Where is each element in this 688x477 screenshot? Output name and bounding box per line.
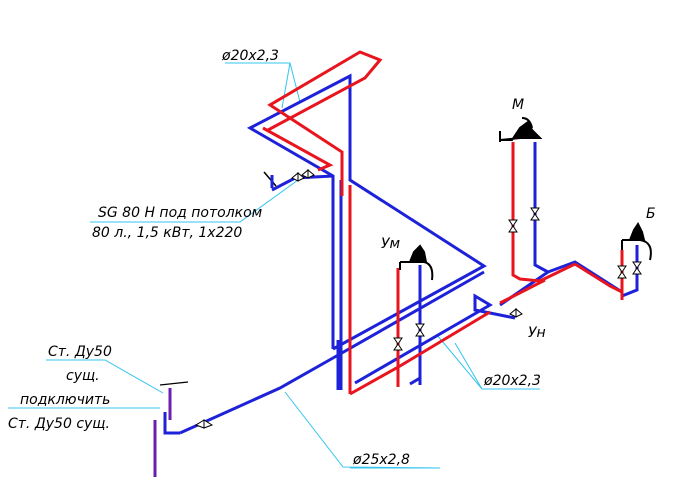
leader-pipe-mid-b bbox=[454, 342, 483, 390]
hot-heater-zig bbox=[262, 126, 334, 172]
label-heater-spec: 80 л., 1,5 кВт, 1х220 bbox=[92, 225, 242, 241]
leader-pipe-main bbox=[284, 391, 441, 469]
labels: ø20x2,3 SG 80 H под потолком 80 л., 1,5 … bbox=[8, 48, 656, 468]
cold-water-pipes bbox=[163, 73, 639, 435]
cold-branch-un bbox=[354, 293, 516, 385]
cold-b-riser bbox=[621, 245, 639, 298]
valve-icon bbox=[509, 307, 523, 318]
faucet-m-icon bbox=[499, 117, 543, 142]
label-existing-1a: Ст. Ду50 bbox=[48, 344, 112, 360]
valve-icon bbox=[632, 261, 642, 275]
leader-pipe-mid-a bbox=[436, 334, 483, 390]
faucets bbox=[399, 117, 652, 281]
label-pipe-main: ø25x2,8 bbox=[352, 452, 410, 468]
label-existing-2: Ст. Ду50 сущ. bbox=[8, 416, 110, 432]
label-connect: подключить bbox=[20, 392, 110, 408]
cold-main-line bbox=[179, 356, 334, 435]
label-fixture-m: М bbox=[512, 97, 524, 113]
valves bbox=[194, 168, 642, 429]
valve-icon bbox=[393, 337, 403, 351]
hot-heater-loop bbox=[267, 50, 383, 196]
valve-icon bbox=[291, 171, 305, 182]
faucet-b-icon bbox=[621, 222, 652, 261]
label-fixture-b: Б bbox=[646, 206, 656, 222]
heater-stub bbox=[263, 171, 277, 187]
valve-icon bbox=[415, 323, 425, 337]
label-fixture-un: Ун bbox=[528, 325, 546, 341]
label-existing-1b: сущ. bbox=[66, 368, 100, 384]
valve-icon bbox=[617, 265, 627, 279]
label-fixture-um: Ум bbox=[381, 236, 401, 252]
leader-lines bbox=[8, 62, 540, 469]
valve-icon bbox=[530, 207, 540, 221]
hot-un-branch bbox=[499, 278, 546, 305]
valve-icon bbox=[301, 168, 315, 179]
hot-b-link bbox=[574, 262, 624, 300]
label-heater-model: SG 80 H под потолком bbox=[98, 205, 263, 221]
leader-existing-1 bbox=[46, 359, 164, 394]
existing-riser bbox=[153, 381, 189, 477]
leader-heater bbox=[90, 179, 299, 223]
valve-icon bbox=[508, 219, 518, 233]
hot-m-riser bbox=[511, 142, 576, 283]
leader-pipe-top-branch bbox=[281, 62, 291, 109]
valve-icon bbox=[194, 419, 214, 429]
cold-heater-loop bbox=[246, 73, 487, 351]
cold-m-riser bbox=[533, 142, 549, 274]
hot-water-pipes bbox=[262, 50, 624, 396]
faucet-um-icon bbox=[399, 244, 434, 281]
label-pipe-top: ø20x2,3 bbox=[221, 48, 279, 64]
hot-bottom-line bbox=[349, 310, 491, 396]
label-pipe-mid: ø20x2,3 bbox=[483, 373, 541, 389]
cold-um-link bbox=[409, 376, 421, 386]
existing-riser-cap bbox=[159, 381, 189, 386]
cold-main-to-um bbox=[332, 270, 485, 360]
cold-left-riser bbox=[163, 412, 180, 435]
